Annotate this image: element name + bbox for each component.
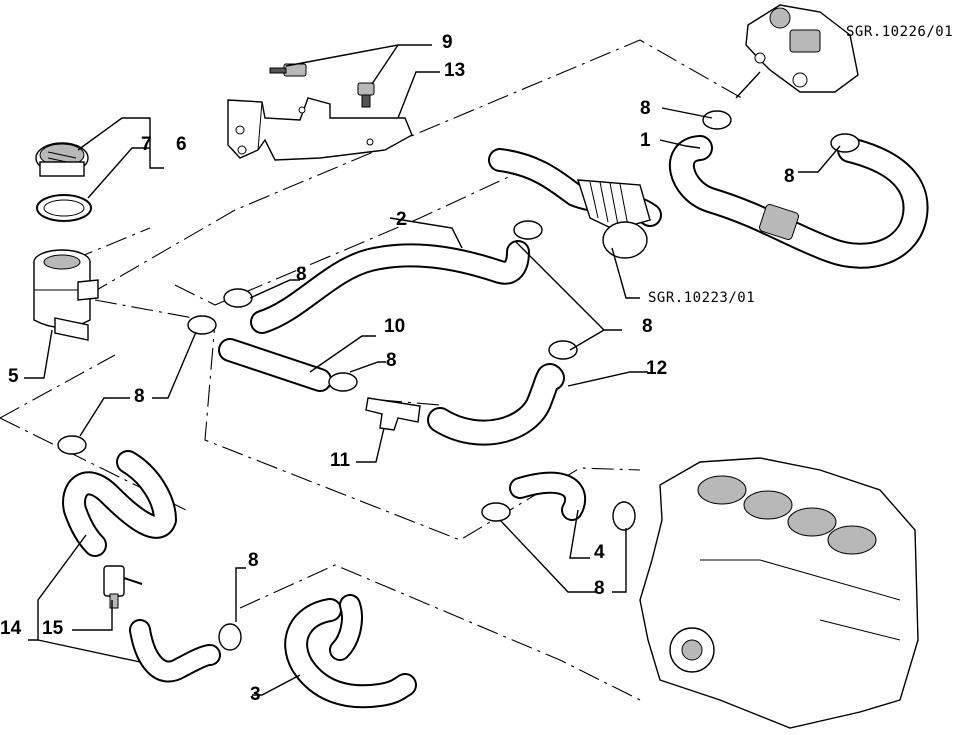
callout-9: 9 — [442, 32, 453, 53]
callout-2: 2 — [396, 209, 407, 230]
callout-8-thermostat-left: 8 — [640, 98, 651, 119]
callout-8-hose12: 8 — [642, 316, 653, 337]
callout-labels: 9 13 7 6 5 2 8 1 8 8 8 10 8 12 8 11 4 8 … — [0, 32, 795, 705]
expansion-tank-5 — [33, 249, 99, 341]
bolt-9-left — [269, 63, 307, 77]
callout-4: 4 — [594, 542, 605, 563]
tee-fitting-11 — [365, 397, 421, 431]
callout-7: 7 — [141, 134, 152, 155]
callout-6: 6 — [176, 134, 187, 155]
hose-10 — [218, 338, 332, 392]
hose-12 — [427, 363, 565, 446]
seal-ring-7 — [36, 194, 92, 222]
tank-cap-6 — [35, 142, 89, 177]
callout-8-thermostat-right: 8 — [784, 166, 795, 187]
thermostat-housing — [745, 4, 859, 93]
ref-intake: SGR.10223/01 — [648, 290, 755, 306]
callout-14: 14 — [0, 618, 22, 639]
hose-4 — [509, 471, 587, 521]
ref-thermostat: SGR.10226/01 — [846, 24, 953, 40]
callout-8-upper: 8 — [296, 264, 307, 285]
bolt-9-right — [357, 82, 375, 108]
intake-duct — [488, 148, 662, 259]
engine-block — [639, 457, 919, 729]
bracket-13 — [227, 97, 413, 161]
callout-12: 12 — [646, 358, 667, 379]
callout-15: 15 — [42, 618, 64, 639]
callout-8-hose4: 8 — [594, 578, 605, 599]
hose-3 — [284, 594, 417, 709]
reference-labels: SGR.10226/01 SGR.10223/01 — [648, 24, 953, 306]
callout-13: 13 — [444, 60, 465, 81]
callout-5: 5 — [8, 366, 19, 387]
leader-lines — [24, 44, 841, 696]
callout-1: 1 — [640, 130, 651, 151]
hose-14 — [62, 450, 221, 683]
assembly-guide-lines — [0, 39, 746, 701]
hose-1 — [669, 135, 929, 269]
callout-11: 11 — [330, 450, 351, 471]
callout-8-lower: 8 — [248, 550, 259, 571]
callout-8-hose10: 8 — [386, 350, 397, 371]
callout-3: 3 — [250, 684, 261, 705]
callout-10: 10 — [384, 316, 405, 337]
hose-2 — [250, 240, 530, 334]
callout-8-left: 8 — [134, 386, 145, 407]
sensor-15 — [103, 565, 143, 609]
